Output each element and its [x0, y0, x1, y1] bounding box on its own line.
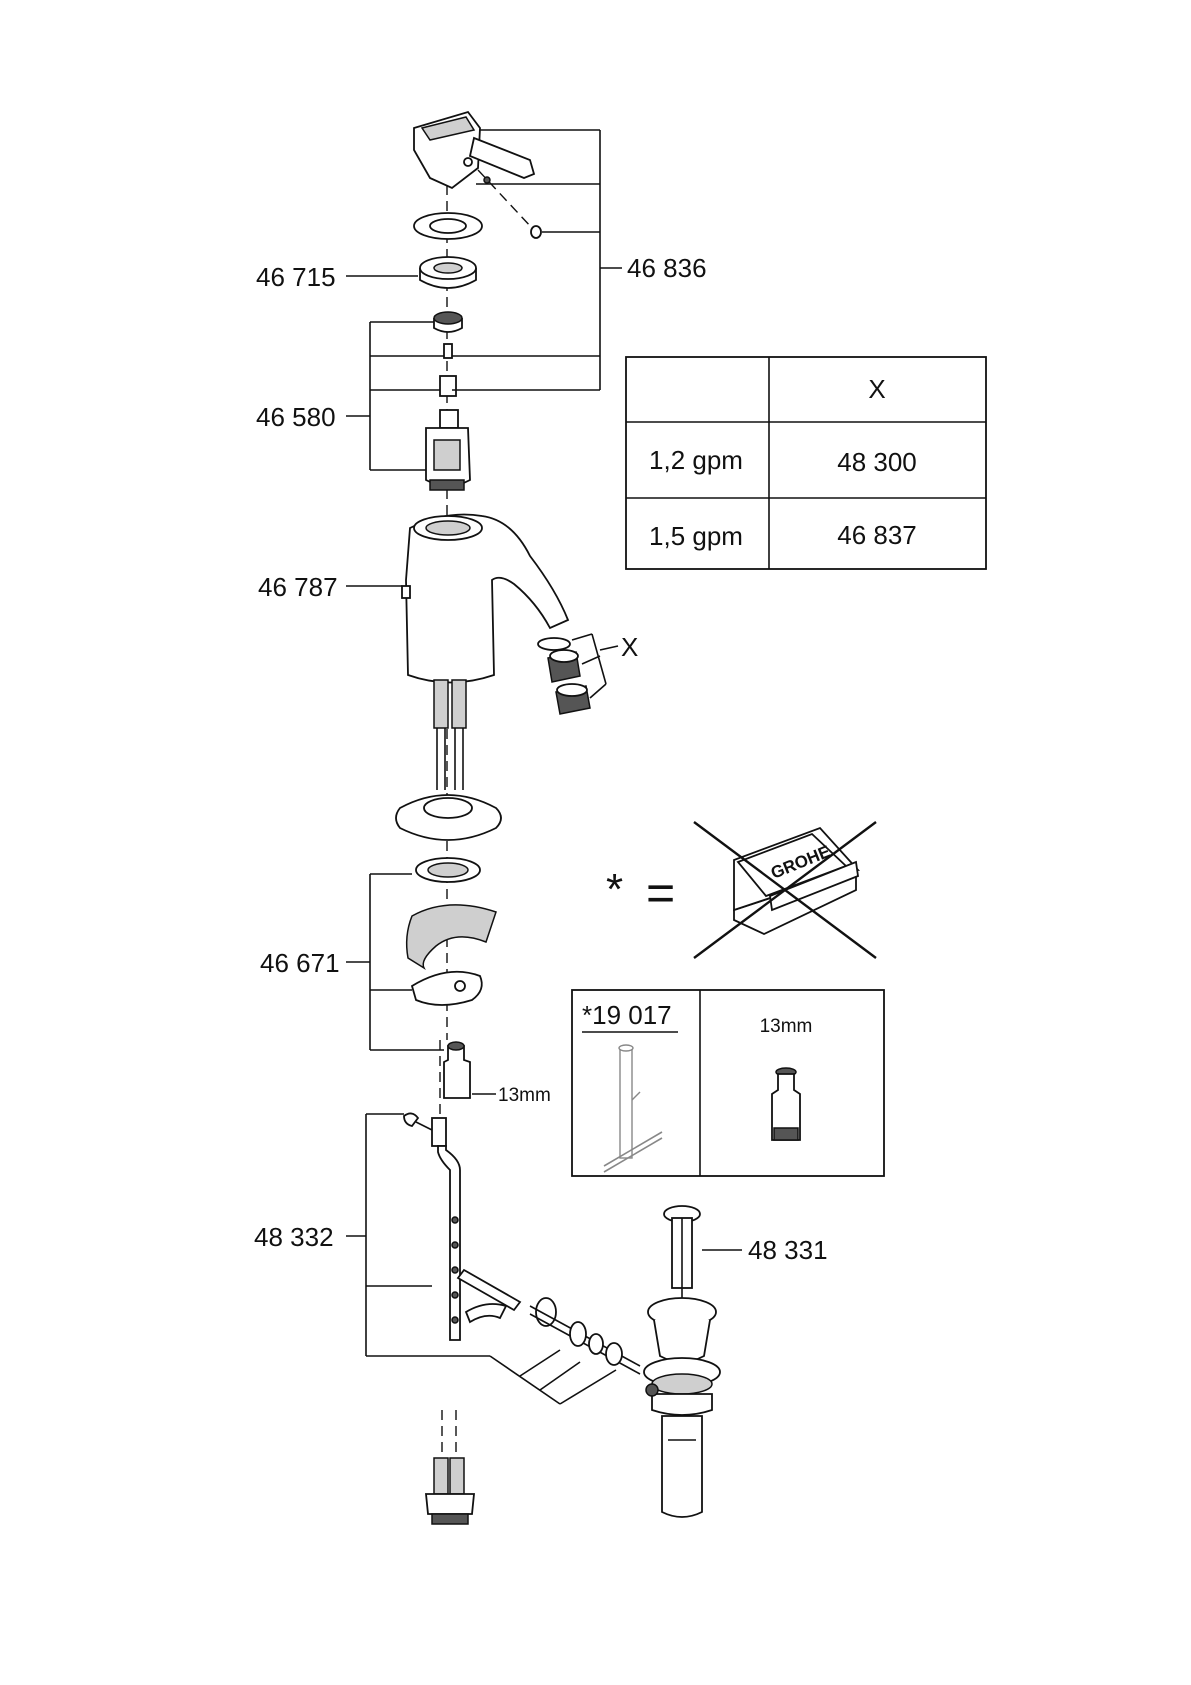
table-header-x: X — [868, 374, 885, 404]
label-aerator-x: X — [621, 632, 638, 662]
supply-hoses-lower — [426, 1458, 474, 1524]
table-row-1-part: 48 300 — [837, 447, 917, 477]
label-46836: 46 836 — [627, 253, 707, 283]
label-46671: 46 671 — [260, 948, 340, 978]
supply-hoses-upper — [434, 680, 466, 790]
tool-code-label: *19 017 — [582, 1000, 672, 1030]
label-48331: 48 331 — [748, 1235, 828, 1265]
table-row-1-flow: 1,2 gpm — [649, 445, 743, 475]
label-46580: 46 580 — [256, 402, 336, 432]
drain-assembly — [644, 1206, 720, 1517]
aerator-parts — [538, 638, 590, 714]
spout-body — [402, 515, 568, 683]
label-46715: 46 715 — [256, 262, 336, 292]
tool-wrench-size: 13mm — [760, 1016, 813, 1037]
flow-rate-table: X 1,2 gpm 48 300 1,5 gpm 46 837 — [626, 357, 986, 569]
table-row-2-part: 46 837 — [837, 520, 917, 550]
label-13mm: 13mm — [498, 1085, 551, 1106]
mounting-kit — [407, 858, 496, 1098]
asterisk-symbol: * — [606, 865, 623, 914]
base-plate — [396, 795, 501, 840]
tool-panel: *19 017 13mm — [572, 990, 884, 1176]
label-46787: 46 787 — [258, 572, 338, 602]
tool-not-included-note: * = GROHE — [606, 822, 876, 958]
cap-rings — [414, 213, 482, 332]
label-48332: 48 332 — [254, 1222, 334, 1252]
equals-symbol: = — [646, 865, 675, 921]
table-row-2-flow: 1,5 gpm — [649, 521, 743, 551]
cartridge — [426, 344, 470, 490]
